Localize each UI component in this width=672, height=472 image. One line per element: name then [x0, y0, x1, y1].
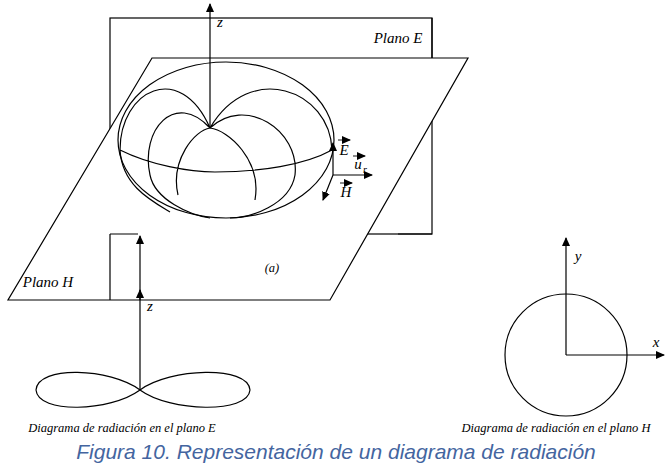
e-plane-front [110, 18, 432, 300]
diagram-label: (a) [265, 262, 280, 275]
diagram-label: H [341, 185, 352, 200]
e-plane-lobes [36, 372, 250, 407]
z-axis [209, 4, 210, 128]
diagram-label: z [217, 15, 223, 30]
vector-accent [340, 183, 352, 184]
vector-accent [338, 140, 350, 141]
diagram-label: x [653, 335, 660, 350]
diagram-label: E [339, 143, 348, 158]
diagram-label: u [354, 157, 362, 172]
e-vector [332, 143, 333, 175]
h-plane [8, 58, 468, 300]
diagram-label: z [147, 299, 153, 314]
z-axis-e-pattern [139, 290, 140, 390]
figure-caption: Figura 10. Representación de un diagrama… [76, 440, 596, 463]
h-vector [323, 175, 333, 200]
diagram-label: Diagrama de radiación en el plano H [462, 422, 651, 435]
diagram-label: y [575, 249, 582, 264]
diagram-label: r [363, 165, 367, 175]
diagram-label: Plano H [23, 275, 73, 290]
torus-outline [118, 62, 334, 218]
torus-meridians [120, 89, 332, 218]
x-axis [566, 354, 664, 355]
y-axis [565, 238, 566, 355]
diagram-label: Diagrama de radiación en el plano E [28, 422, 215, 435]
diagram-label: Plano E [374, 31, 423, 46]
